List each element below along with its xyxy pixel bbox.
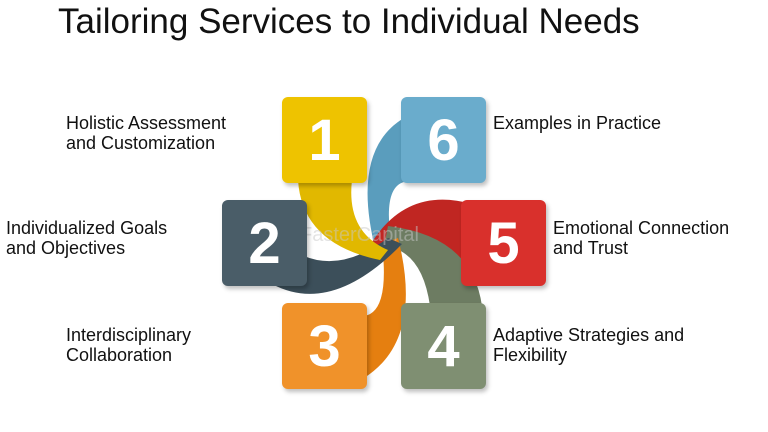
swirl-arm-4	[384, 226, 482, 306]
step-6-label: Examples in Practice	[493, 113, 662, 133]
step-6-box: 6	[401, 97, 486, 183]
step-5-label: Emotional Connection and Trust	[553, 218, 730, 258]
step-2-box: 2	[222, 200, 307, 286]
step-2-label: Individualized Goals and Objectives	[6, 218, 168, 258]
swirl-arm-6	[367, 118, 404, 252]
swirl-arm-3	[364, 238, 406, 378]
slide-title: Tailoring Services to Individual Needs	[58, 2, 640, 41]
swirl-arm-1	[298, 180, 388, 260]
step-3-label: Interdisciplinary Collaboration	[66, 325, 192, 365]
watermark: FasterCapital	[300, 224, 419, 246]
step-1-box: 1	[282, 97, 367, 183]
step-4-box: 4	[401, 303, 486, 389]
step-5-box: 5	[461, 200, 546, 286]
step-1-label: Holistic Assessment and Customization	[66, 113, 227, 153]
step-3-box: 3	[282, 303, 367, 389]
step-4-label: Adaptive Strategies and Flexibility	[493, 325, 685, 365]
